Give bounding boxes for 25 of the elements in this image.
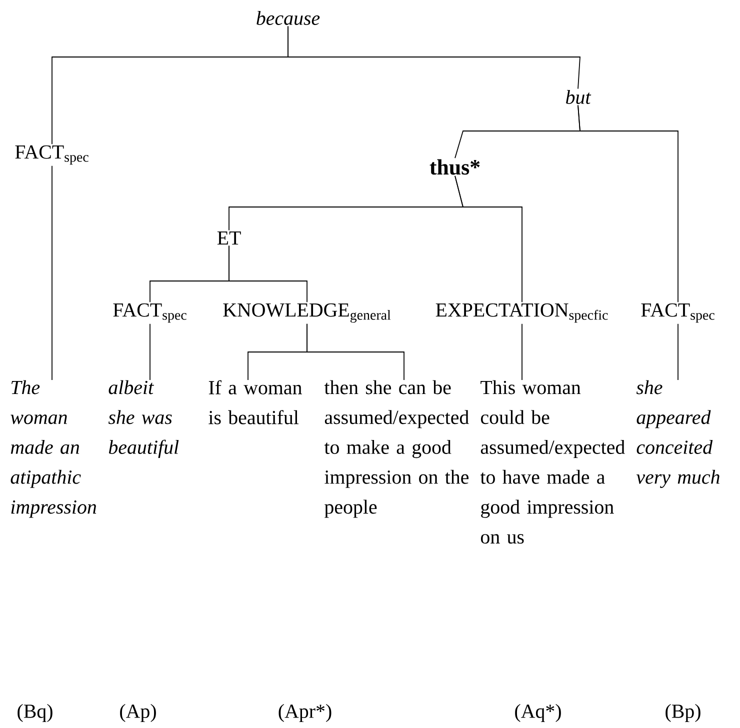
tree-label: KNOWLEDGE$_{general}$	[223, 303, 391, 323]
tree-label: EXPECTATION$_{specfic}$	[436, 303, 608, 323]
tree-label: ET	[217, 231, 241, 245]
tree-label: FACT$_{spec}$	[641, 303, 714, 323]
case-label: (Ap)	[120, 704, 156, 722]
case-label: (Aq*)	[515, 704, 561, 722]
tree-line	[228, 245, 308, 303]
leaf-text: This woman could be assumed/expected to have made a good impression on us	[480, 380, 625, 544]
tree-line	[306, 323, 404, 380]
leaf-text: The woman made an atipathic impression	[10, 380, 96, 518]
case-label: (Bp)	[666, 704, 700, 722]
leaf-text: If a woman is beautiful	[208, 380, 302, 424]
leaf-text: albeit she was beautiful	[108, 380, 179, 458]
tree-line	[288, 26, 580, 90]
tree-label: thus*	[430, 159, 480, 175]
case-label: (Apr*)	[278, 704, 332, 722]
leaf-text: she appeared conceited very much	[636, 380, 720, 488]
tree-label: because	[256, 10, 320, 26]
tree-label: FACT$_{spec}$	[113, 303, 186, 323]
tree-label: but	[566, 90, 592, 104]
leaf-text: then she can be assumed/expected to make a good impression on the people	[324, 380, 469, 518]
tree-line	[578, 104, 678, 303]
case-label: (Bq)	[18, 704, 52, 722]
tree-line	[454, 175, 522, 303]
tree-label: FACT$_{spec}$	[15, 145, 88, 165]
